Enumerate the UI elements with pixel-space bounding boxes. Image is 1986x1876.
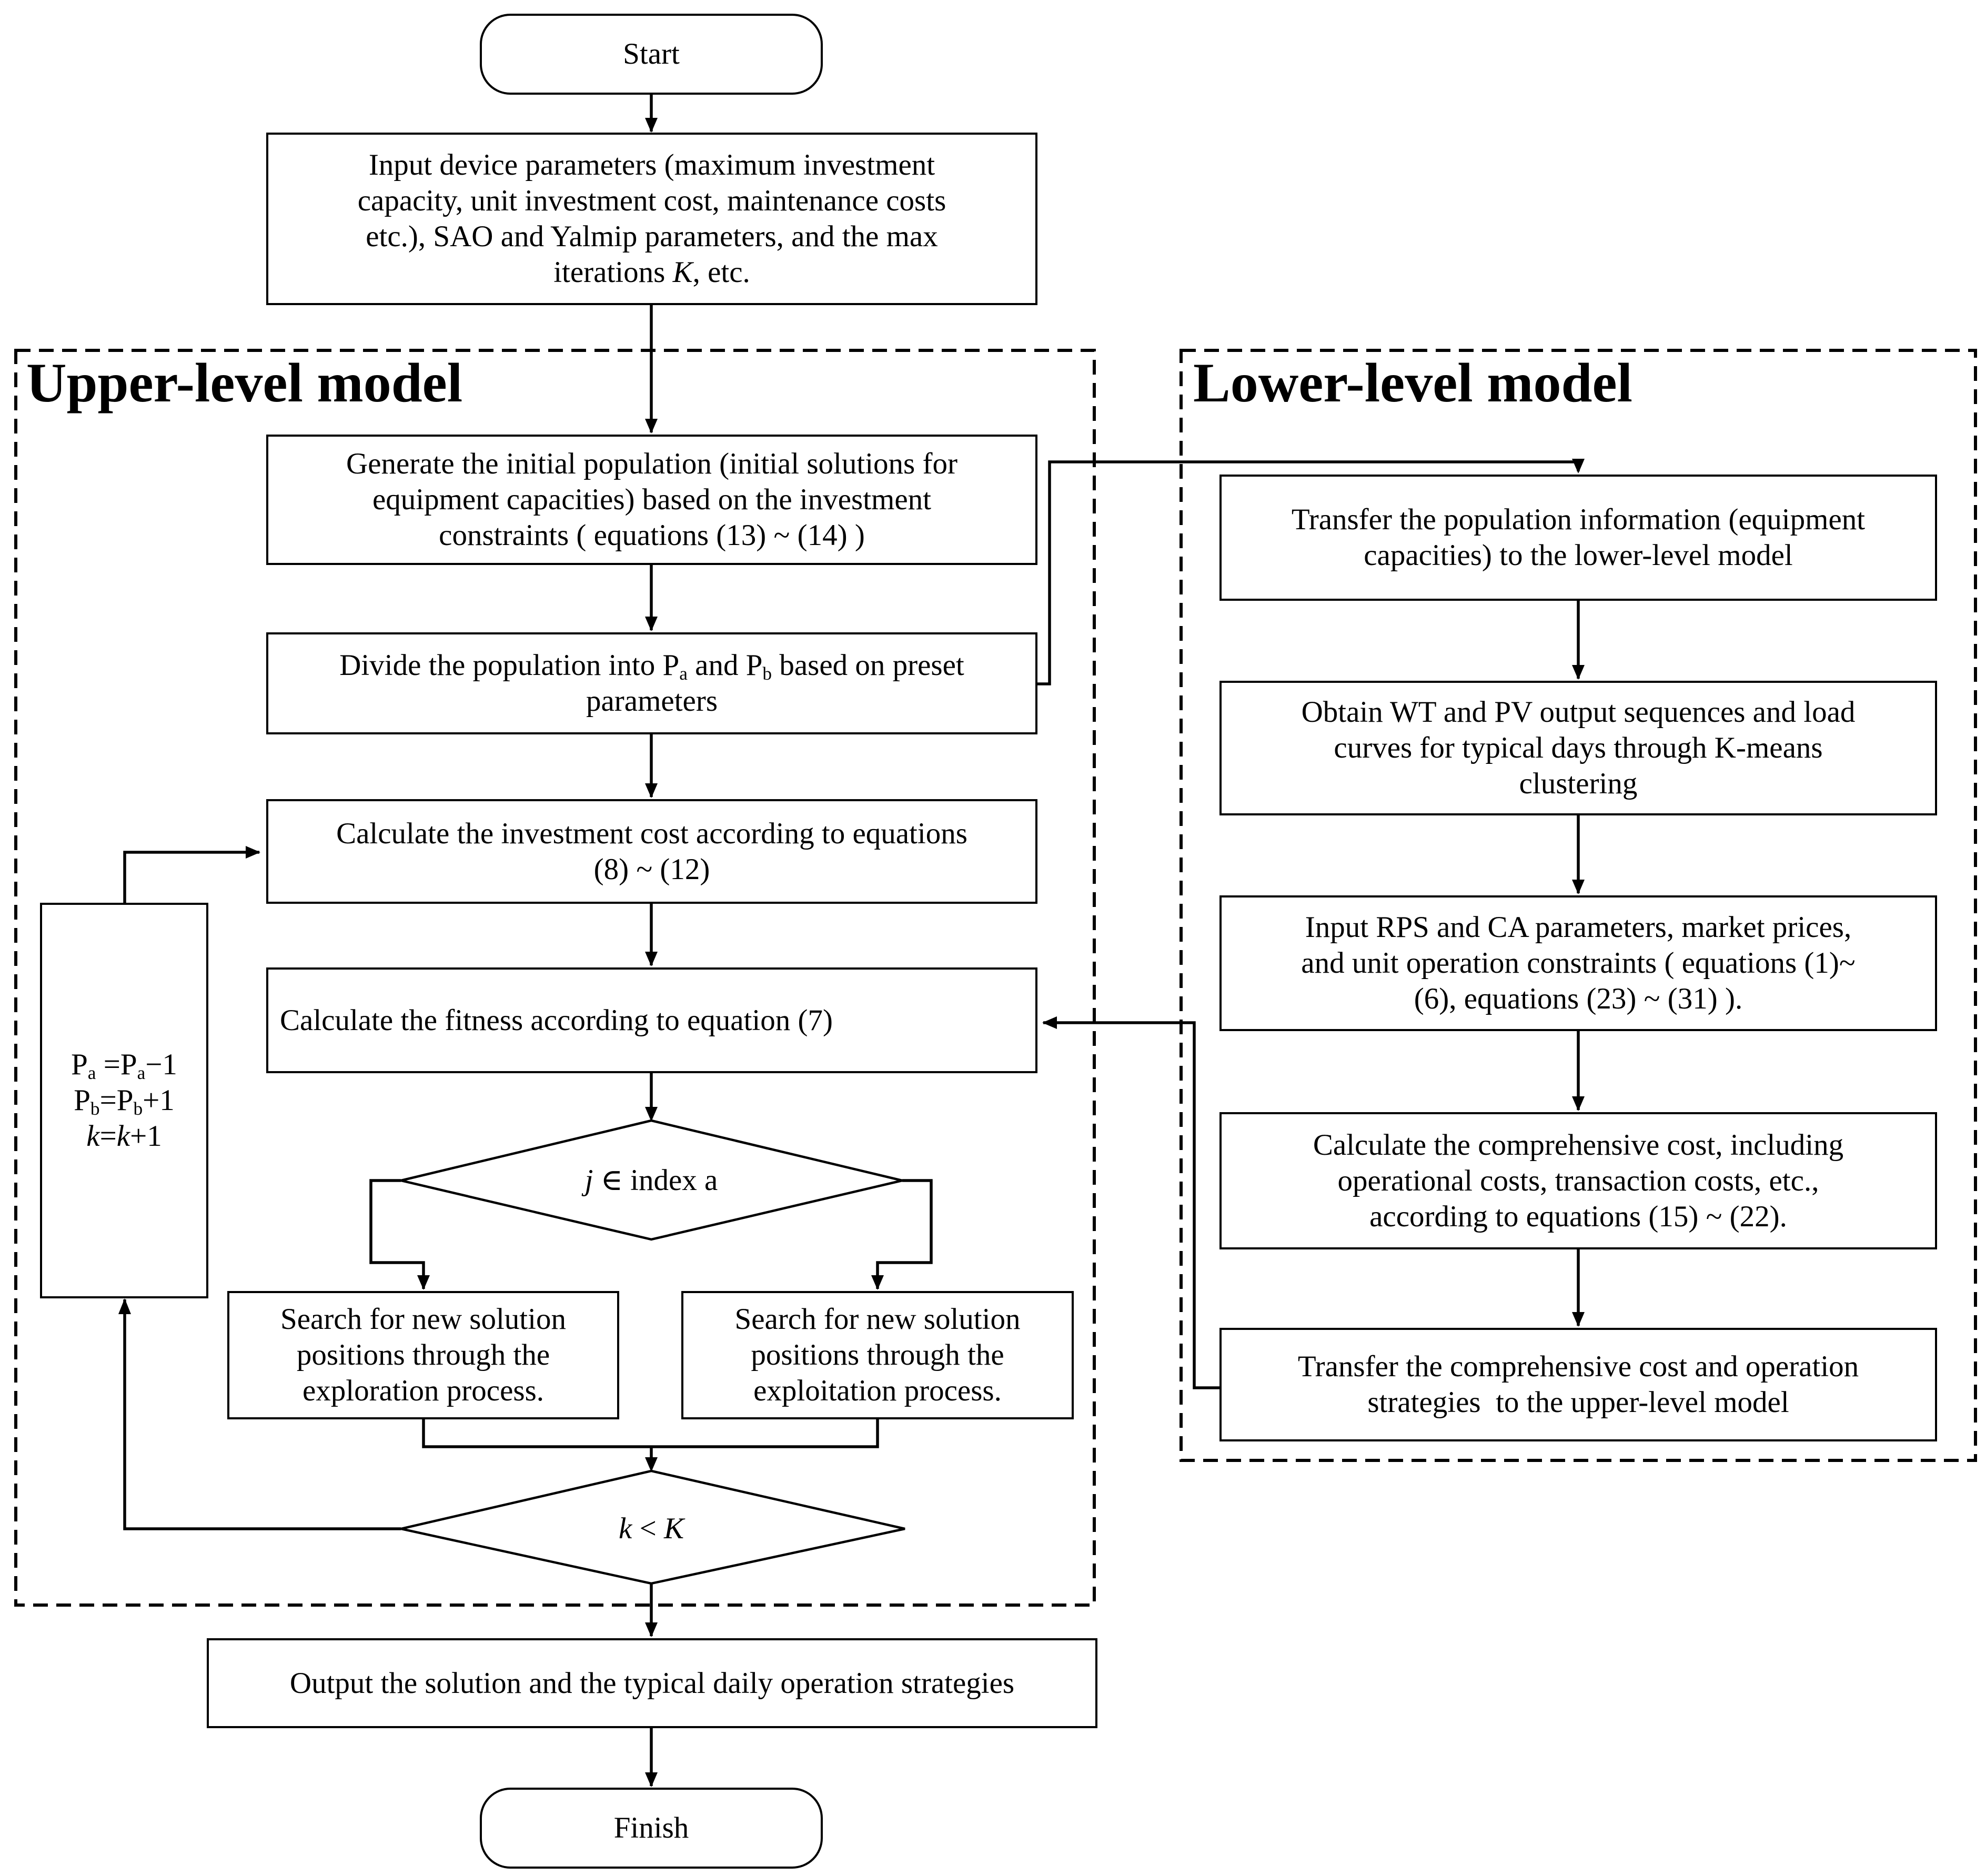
kmeans-line-3: clustering [1519, 767, 1638, 800]
rps-line-1: Input RPS and CA parameters, market pric… [1305, 911, 1852, 944]
input-line-1: Input device parameters (maximum investm… [368, 148, 935, 181]
arrowhead [645, 783, 658, 798]
input-line-3: etc.), SAO and Yalmip parameters, and th… [366, 220, 938, 253]
comprehensive-line-2: operational costs, transaction costs, et… [1337, 1164, 1819, 1197]
arrowhead [645, 419, 658, 433]
comprehensive-line-3: according to equations (15) ~ (22). [1369, 1199, 1787, 1233]
exploitation-line-3: exploitation process. [753, 1374, 1002, 1407]
update-pa: Pa =Pa−1 [71, 1048, 177, 1083]
comprehensive-line-1: Calculate the comprehensive cost, includ… [1313, 1128, 1844, 1162]
arrowhead [417, 1275, 430, 1290]
start-label: Start [623, 37, 680, 70]
finish-label: Finish [613, 1811, 689, 1844]
decision-k-label: k < K [619, 1512, 684, 1545]
fitness-box: Calculate the fitness according to equat… [266, 967, 1037, 1073]
upper-level-title: Upper-level model [26, 352, 463, 413]
arrowhead [645, 1107, 658, 1122]
decision-j-label: j ∈ index a [584, 1164, 718, 1197]
investment-line-2: (8) ~ (12) [593, 852, 710, 886]
arrowhead [1572, 880, 1585, 894]
start-terminal: Start [480, 14, 823, 95]
exploration-box: Search for new solution positions throug… [227, 1291, 619, 1419]
exploration-line-2: positions through the [296, 1338, 550, 1371]
arrowhead [1572, 665, 1585, 680]
finish-terminal: Finish [480, 1788, 823, 1869]
fitness-label: Calculate the fitness according to equat… [280, 1003, 833, 1037]
transfer-up-line-1: Transfer the comprehensive cost and oper… [1297, 1350, 1859, 1383]
kmeans-line-2: curves for typical days through K-means [1334, 731, 1823, 764]
transfer-up-box: Transfer the comprehensive cost and oper… [1219, 1328, 1937, 1441]
lower-level-region [1179, 349, 1977, 1462]
arrowhead [1572, 459, 1585, 473]
transfer-down-box: Transfer the population information (equ… [1219, 475, 1937, 601]
transfer-down-line-2: capacities) to the lower-level model [1364, 539, 1793, 572]
exploitation-box: Search for new solution positions throug… [681, 1291, 1074, 1419]
generate-line-1: Generate the initial population (initial… [346, 447, 957, 480]
arrowhead [871, 1275, 884, 1290]
rps-line-3: (6), equations (23) ~ (31) ). [1414, 982, 1743, 1015]
divide-line-2: parameters [586, 684, 718, 718]
update-k: k=k+1 [86, 1119, 162, 1153]
arrow-decision-k-loop [123, 1299, 401, 1530]
kmeans-line-1: Obtain WT and PV output sequences and lo… [1301, 695, 1856, 729]
upper-level-region [14, 349, 1096, 1607]
output-label: Output the solution and the typical dail… [289, 1666, 1015, 1700]
arrow-update-to-investment [123, 851, 259, 903]
exploitation-line-1: Search for new solution [734, 1303, 1021, 1336]
kmeans-box: Obtain WT and PV output sequences and lo… [1219, 681, 1937, 815]
lower-level-title: Lower-level model [1193, 352, 1632, 413]
rps-line-2: and unit operation constraints ( equatio… [1301, 946, 1856, 980]
exploration-line-3: exploration process. [302, 1374, 545, 1407]
arrowhead [645, 1622, 658, 1637]
divide-line-1: Divide the population into Pa and Pb bas… [339, 649, 964, 684]
update-pb: Pb=Pb+1 [74, 1084, 175, 1119]
input-parameters-box: Input device parameters (maximum investm… [266, 133, 1037, 305]
investment-line-1: Calculate the investment cost according … [336, 816, 967, 850]
generate-line-2: equipment capacities) based on the inves… [372, 483, 932, 516]
arrow-decision-j-to-exploration [369, 1179, 425, 1289]
arrowhead [645, 1772, 658, 1787]
arrowhead [118, 1298, 131, 1314]
generate-population-box: Generate the initial population (initial… [266, 435, 1037, 565]
generate-line-3: constraints ( equations (13) ~ (14) ) [439, 519, 865, 552]
exploitation-line-2: positions through the [751, 1338, 1004, 1371]
arrow-decision-j-to-exploitation [876, 1179, 933, 1289]
rps-ca-box: Input RPS and CA parameters, market pric… [1219, 895, 1937, 1031]
comprehensive-cost-box: Calculate the comprehensive cost, includ… [1219, 1112, 1937, 1249]
output-box: Output the solution and the typical dail… [207, 1638, 1097, 1728]
arrowhead [645, 118, 658, 133]
investment-cost-box: Calculate the investment cost according … [266, 799, 1037, 904]
input-line-2: capacity, unit investment cost, maintena… [357, 184, 946, 217]
update-counters-box: Pa =Pa−1 Pb=Pb+1 k=k+1 [40, 903, 208, 1298]
arrowhead [1572, 1096, 1585, 1111]
arrowhead [645, 1457, 658, 1472]
arrowhead [645, 952, 658, 966]
arrow-transfer-up-to-fitness [1043, 1021, 1219, 1389]
exploration-line-1: Search for new solution [280, 1303, 566, 1336]
arrowhead [1042, 1016, 1057, 1029]
arrowhead [1572, 1312, 1585, 1327]
input-line-4: iterations K, etc. [553, 256, 750, 289]
transfer-up-line-2: strategies to the upper-level model [1367, 1386, 1789, 1419]
divide-population-box: Divide the population into Pa and Pb bas… [266, 632, 1037, 734]
arrowhead [645, 617, 658, 631]
arrowhead [246, 846, 260, 859]
decision-j-diamond [400, 1119, 903, 1241]
transfer-down-line-1: Transfer the population information (equ… [1291, 503, 1866, 536]
